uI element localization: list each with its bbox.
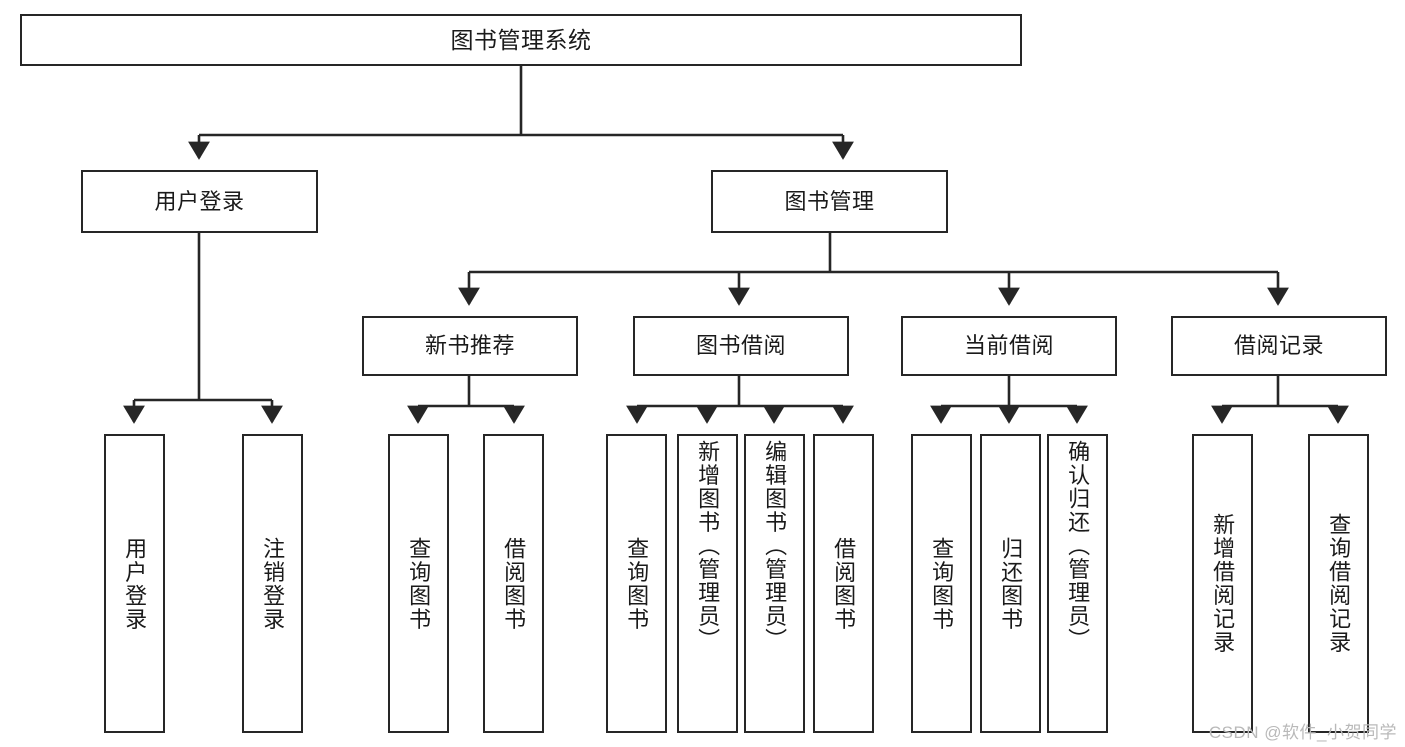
node-label: 图书管理 <box>784 188 875 214</box>
node-label: 借阅图书 <box>501 536 527 631</box>
node-book-management[interactable]: 图书管理 <box>711 170 948 233</box>
node-root-system[interactable]: 图书管理系统 <box>20 14 1022 66</box>
node-label: 新增借阅记录 <box>1210 513 1236 654</box>
leaf-user-logout[interactable]: 注销登录 <box>242 434 303 733</box>
node-label: 注销登录 <box>260 536 286 631</box>
node-new-book-recommend[interactable]: 新书推荐 <box>362 316 578 376</box>
node-label: 图书管理系统 <box>450 26 592 53</box>
leaf-current-query-book[interactable]: 查询图书 <box>911 434 972 733</box>
node-label: 确认归还（管理员） <box>1065 440 1091 652</box>
node-label: 借阅记录 <box>1233 333 1324 359</box>
node-label: 当前借阅 <box>963 333 1054 359</box>
leaf-borrow-query-book[interactable]: 查询图书 <box>606 434 667 733</box>
leaf-borrow-borrow-book[interactable]: 借阅图书 <box>813 434 874 733</box>
leaf-record-add-record[interactable]: 新增借阅记录 <box>1192 434 1253 733</box>
node-user-login[interactable]: 用户登录 <box>81 170 318 233</box>
node-label: 图书借阅 <box>695 333 786 359</box>
node-label: 编辑图书（管理员） <box>762 440 788 652</box>
leaf-current-return-book[interactable]: 归还图书 <box>980 434 1041 733</box>
node-label: 归还图书 <box>998 536 1024 631</box>
node-label: 借阅图书 <box>831 536 857 631</box>
node-label: 查询图书 <box>624 536 650 631</box>
node-current-borrow[interactable]: 当前借阅 <box>901 316 1117 376</box>
node-label: 查询图书 <box>406 536 432 631</box>
leaf-borrow-add-book-admin[interactable]: 新增图书（管理员） <box>677 434 738 733</box>
leaf-recommend-borrow-book[interactable]: 借阅图书 <box>483 434 544 733</box>
node-label: 用户登录 <box>122 536 148 631</box>
leaf-recommend-query-book[interactable]: 查询图书 <box>388 434 449 733</box>
leaf-borrow-edit-book-admin[interactable]: 编辑图书（管理员） <box>744 434 805 733</box>
node-label: 用户登录 <box>154 188 245 214</box>
leaf-user-login[interactable]: 用户登录 <box>104 434 165 733</box>
node-label: 新增图书（管理员） <box>695 440 721 652</box>
node-book-borrow[interactable]: 图书借阅 <box>633 316 849 376</box>
node-label: 查询图书 <box>929 536 955 631</box>
leaf-current-confirm-return-admin[interactable]: 确认归还（管理员） <box>1047 434 1108 733</box>
node-borrow-record[interactable]: 借阅记录 <box>1171 316 1387 376</box>
node-label: 查询借阅记录 <box>1326 513 1352 654</box>
watermark-text: CSDN @软件_小贺同学 <box>1208 723 1397 742</box>
leaf-record-query-record[interactable]: 查询借阅记录 <box>1308 434 1369 733</box>
node-label: 新书推荐 <box>424 333 515 359</box>
